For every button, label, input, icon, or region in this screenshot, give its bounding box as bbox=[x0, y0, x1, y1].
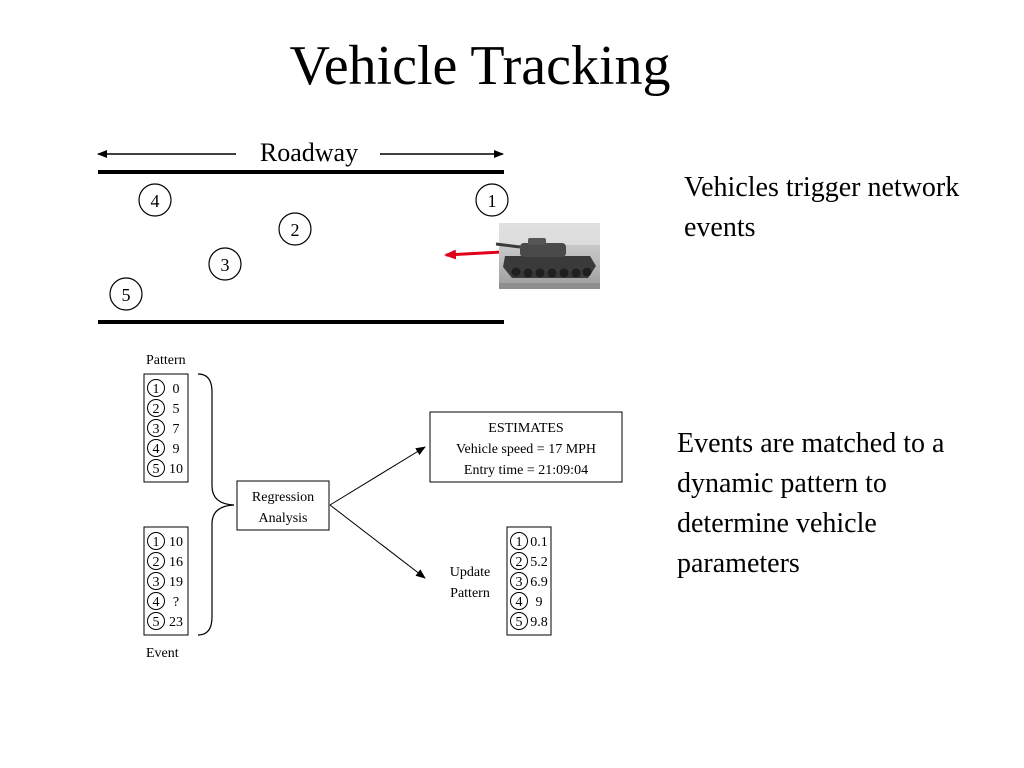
update-pattern-line-2: Pattern bbox=[450, 586, 490, 601]
pattern-row-circle bbox=[147, 419, 165, 437]
update-row-index: 3 bbox=[516, 575, 523, 590]
pattern-row-index: 1 bbox=[153, 382, 160, 397]
pattern-row-circle bbox=[147, 459, 165, 477]
event-row: 1 10 bbox=[147, 532, 183, 550]
update-row-circle bbox=[510, 612, 528, 630]
update-pattern-line-1: Update bbox=[450, 565, 490, 580]
sensor-5: 5 bbox=[109, 277, 143, 311]
event-row-index: 1 bbox=[153, 535, 160, 550]
event-row-value: 23 bbox=[169, 615, 183, 630]
pattern-row-value: 0 bbox=[173, 382, 180, 397]
roadway-label: Roadway bbox=[259, 138, 359, 167]
arrow-to-update bbox=[329, 504, 426, 579]
sensor-4: 4 bbox=[138, 183, 172, 217]
pattern-row-index: 2 bbox=[153, 402, 160, 417]
event-row-index: 3 bbox=[153, 575, 160, 590]
vehicle-direction-arrow-icon bbox=[444, 249, 503, 260]
update-row-value: 0.1 bbox=[530, 535, 548, 550]
event-row-index: 2 bbox=[153, 555, 160, 570]
pattern-row: 5 10 bbox=[147, 459, 183, 477]
update-row-circle bbox=[510, 532, 528, 550]
regression-line-2: Analysis bbox=[259, 511, 308, 526]
sensor-1: 1 bbox=[475, 183, 509, 217]
event-row: 4? bbox=[147, 592, 179, 610]
regression-analysis-box bbox=[236, 480, 330, 531]
event-row-index: 5 bbox=[153, 615, 160, 630]
estimates-box bbox=[429, 411, 623, 483]
update-row-index: 4 bbox=[516, 595, 523, 610]
tank-photo-icon bbox=[495, 223, 600, 289]
event-row: 2 16 bbox=[147, 552, 183, 570]
sensor-2-label: 2 bbox=[291, 220, 300, 240]
sensor-1-label: 1 bbox=[488, 191, 497, 211]
sensor-5-label: 5 bbox=[122, 285, 131, 305]
pattern-row-circle bbox=[147, 379, 165, 397]
event-row-value: 10 bbox=[169, 535, 183, 550]
event-row-circle bbox=[147, 612, 165, 630]
event-row: 3 19 bbox=[147, 572, 183, 590]
note-events-matched: Events are matched to a dynamic pattern … bbox=[677, 428, 945, 579]
sensor-4-label: 4 bbox=[151, 191, 160, 211]
event-row-circle bbox=[147, 552, 165, 570]
event-row: 5 23 bbox=[147, 612, 183, 630]
update-row-index: 5 bbox=[516, 615, 523, 630]
update-row-circle bbox=[510, 592, 528, 610]
sensor-2: 2 bbox=[278, 212, 312, 246]
estimates-heading: ESTIMATES bbox=[488, 421, 563, 436]
pattern-row-circle bbox=[147, 439, 165, 457]
event-row-value: 16 bbox=[169, 555, 183, 570]
pattern-row-index: 5 bbox=[153, 462, 160, 477]
update-row-circle bbox=[510, 552, 528, 570]
pattern-row-value: 10 bbox=[169, 462, 183, 477]
note-vehicles-trigger: Vehicles trigger network events bbox=[684, 172, 960, 243]
pattern-label: Pattern bbox=[146, 353, 186, 368]
event-row-index: 4 bbox=[153, 595, 160, 610]
update-row-circle bbox=[510, 572, 528, 590]
event-row-circle bbox=[147, 592, 165, 610]
arrow-to-estimates bbox=[329, 446, 426, 506]
pattern-row-index: 3 bbox=[153, 422, 160, 437]
pattern-row-value: 7 bbox=[173, 422, 180, 437]
regression-line-1: Regression bbox=[252, 490, 314, 505]
event-row-value: 19 bbox=[169, 575, 183, 590]
update-row-value: 5.2 bbox=[530, 555, 548, 570]
event-row-value: ? bbox=[173, 595, 179, 610]
pattern-row-value: 9 bbox=[173, 442, 180, 457]
sensor-3-label: 3 bbox=[221, 255, 230, 275]
update-row-value: 6.9 bbox=[530, 575, 548, 590]
update-row-index: 2 bbox=[516, 555, 523, 570]
event-row-circle bbox=[147, 532, 165, 550]
event-label: Event bbox=[146, 646, 179, 661]
pattern-row-value: 5 bbox=[173, 402, 180, 417]
update-row-value: 9.8 bbox=[530, 615, 548, 630]
pattern-row-circle bbox=[147, 399, 165, 417]
event-rows: 1 10 2 16 3 19 4? 5 23 bbox=[147, 532, 183, 630]
slide-title: Vehicle Tracking bbox=[289, 35, 671, 97]
pattern-row-index: 4 bbox=[153, 442, 160, 457]
update-row-index: 1 bbox=[516, 535, 523, 550]
estimates-entry-time: Entry time = 21:09:04 bbox=[464, 463, 588, 478]
estimates-speed: Vehicle speed = 17 MPH bbox=[456, 442, 596, 457]
update-row-value: 9 bbox=[536, 595, 543, 610]
event-row-circle bbox=[147, 572, 165, 590]
sensor-3: 3 bbox=[208, 247, 242, 281]
grouping-brace bbox=[197, 373, 235, 636]
